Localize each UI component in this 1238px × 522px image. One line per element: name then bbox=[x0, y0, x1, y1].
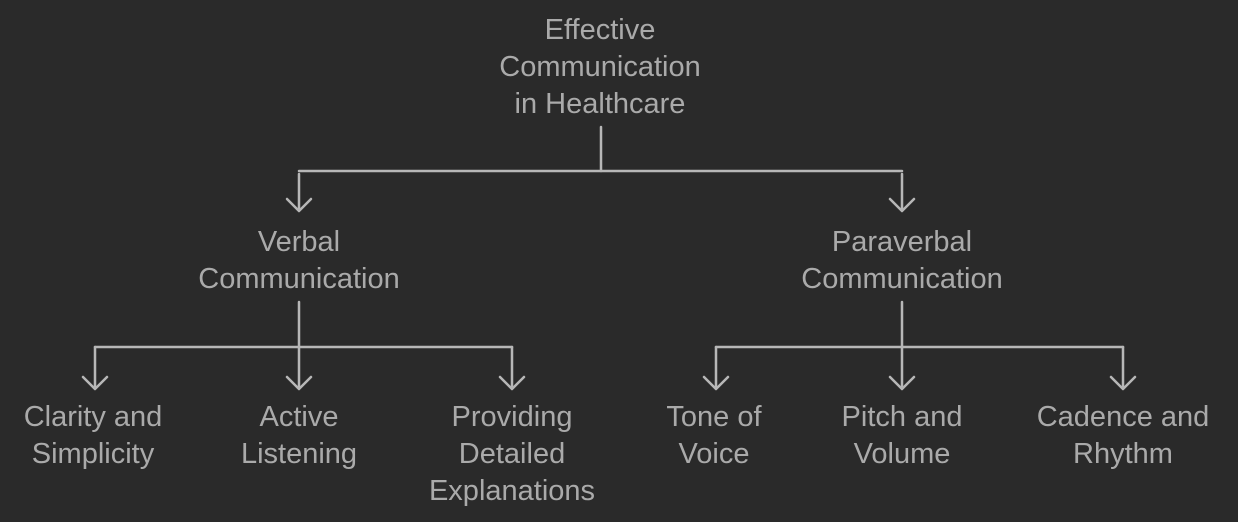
edge-paraverbal-cadence-arrow bbox=[1109, 345, 1137, 391]
edge-verbal-providing-arrow bbox=[498, 345, 526, 391]
node-paraverbal-communication: Paraverbal Communication bbox=[801, 224, 1002, 298]
node-label-line: in Healthcare bbox=[514, 88, 686, 120]
edge-root-rail bbox=[297, 125, 904, 173]
node-active-listening: Active Listening bbox=[241, 399, 357, 473]
edge-paraverbal-rail bbox=[714, 300, 1125, 391]
node-label-line: Communication bbox=[198, 263, 400, 295]
node-label-line: Active bbox=[259, 401, 339, 433]
node-verbal-communication: Verbal Communication bbox=[198, 224, 399, 298]
node-label-line: Pitch and bbox=[841, 401, 963, 433]
node-label-line: Explanations bbox=[428, 475, 596, 507]
node-label-line: Rhythm bbox=[1073, 438, 1173, 470]
node-label-line: Clarity and bbox=[23, 401, 163, 433]
node-cadence-and-rhythm: Cadence and Rhythm bbox=[1037, 399, 1210, 473]
node-pitch-and-volume: Pitch and Volume bbox=[842, 399, 963, 473]
edge-paraverbal-tone-arrow bbox=[702, 345, 730, 391]
node-label-line: Cadence and bbox=[1036, 401, 1210, 433]
node-label-line: Communication bbox=[801, 263, 1003, 295]
node-label-line: Effective bbox=[544, 14, 656, 46]
node-label-line: Communication bbox=[499, 51, 701, 83]
node-label-line: Paraverbal bbox=[831, 226, 973, 258]
node-label-line: Voice bbox=[678, 438, 750, 470]
edge-root-verbal-arrow bbox=[285, 172, 313, 213]
node-label-line: Volume bbox=[853, 438, 951, 470]
node-label-line: Listening bbox=[240, 438, 358, 470]
node-label-line: Providing bbox=[451, 401, 573, 433]
node-label-line: Verbal bbox=[257, 226, 341, 258]
edge-verbal-rail bbox=[93, 300, 514, 391]
node-label-line: Tone of bbox=[666, 401, 762, 433]
node-label-line: Simplicity bbox=[31, 438, 155, 470]
node-effective-communication-in-healthcare: Effective Communication in Healthcare bbox=[499, 12, 700, 123]
node-clarity-and-simplicity: Clarity and Simplicity bbox=[24, 399, 163, 473]
edge-verbal-clarity-arrow bbox=[81, 345, 109, 391]
node-label-line: Detailed bbox=[458, 438, 566, 470]
edge-root-paraverbal-arrow bbox=[888, 172, 916, 213]
node-providing-detailed-explanations: Providing Detailed Explanations bbox=[429, 399, 595, 510]
node-tone-of-voice: Tone of Voice bbox=[666, 399, 761, 473]
